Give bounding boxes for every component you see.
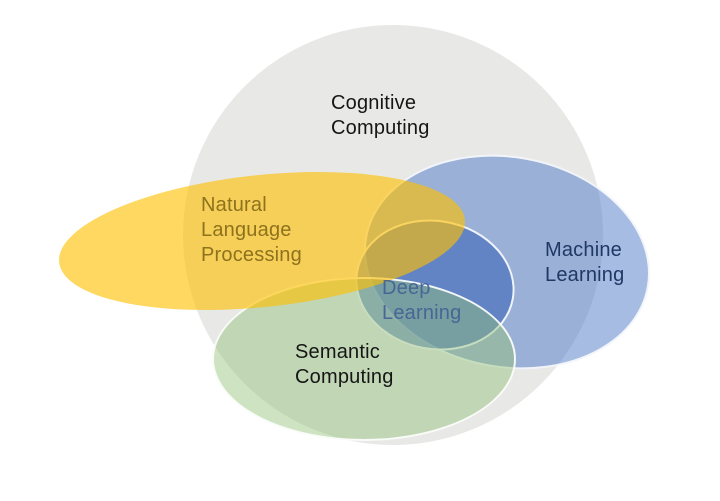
label-line: Deep <box>382 277 431 299</box>
label-line: Learning <box>545 264 625 286</box>
label-line: Natural <box>201 194 267 216</box>
label-line: Processing <box>201 244 302 266</box>
natural-language-processing-label: Natural Language Processing <box>201 193 302 268</box>
label-line: Cognitive <box>331 92 417 114</box>
deep-learning-label: Deep Learning <box>382 276 461 326</box>
label-line: Language <box>201 219 292 241</box>
label-line: Semantic <box>295 341 380 363</box>
label-line: Machine <box>545 239 622 261</box>
label-line: Computing <box>295 366 394 388</box>
label-line: Computing <box>331 117 430 139</box>
machine-learning-label: Machine Learning <box>545 238 624 288</box>
cognitive-computing-label: Cognitive Computing <box>331 91 430 141</box>
semantic-computing-label: Semantic Computing <box>295 340 394 390</box>
label-line: Learning <box>382 302 462 324</box>
